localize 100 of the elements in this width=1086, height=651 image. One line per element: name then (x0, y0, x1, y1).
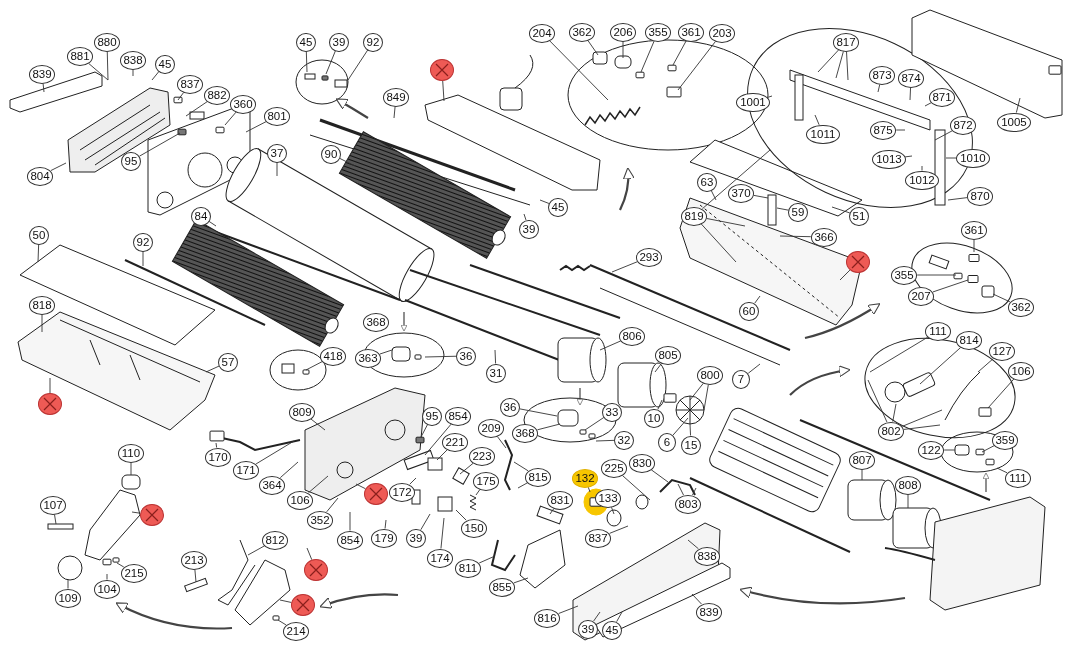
leader-line (355, 483, 366, 490)
callout-number: 838 (119, 50, 147, 70)
leader-line (37, 244, 40, 263)
leader-line (902, 409, 943, 427)
leader-line (973, 239, 975, 253)
leader-line (609, 525, 629, 534)
leader-line (747, 363, 761, 374)
leader-line (308, 475, 329, 494)
callout-number: 874 (897, 68, 925, 88)
callout-number: 881 (66, 46, 94, 66)
leader-line (672, 417, 689, 436)
leader-line (657, 399, 663, 410)
callout-number: 213 (180, 550, 208, 570)
leader-line (689, 382, 704, 401)
leader-line (616, 611, 623, 623)
callout-number: 37 (267, 143, 287, 163)
leader-line (919, 346, 962, 385)
callout-number: 225 (600, 458, 628, 478)
callout-number: 359 (991, 430, 1019, 450)
leader-line (325, 50, 336, 75)
leader-line (349, 511, 351, 531)
callout-number: 107 (39, 495, 67, 515)
callout-number: 172 (388, 482, 416, 502)
callout-number: 215 (120, 563, 148, 583)
leader-line (67, 579, 69, 589)
callout-number: 800 (696, 365, 724, 385)
callout-number: 45 (296, 32, 316, 52)
leader-line (49, 377, 51, 394)
leader-line (247, 545, 265, 556)
callout-number: 816 (533, 608, 561, 628)
callout-number: 36 (500, 397, 520, 417)
leader-line (584, 416, 605, 431)
callout-number: 854 (444, 406, 472, 426)
leader-line (420, 424, 428, 438)
leader-line (276, 162, 278, 177)
callout-number: 882 (203, 85, 231, 105)
callout-number: 110 (117, 443, 145, 463)
callout-number: 106 (286, 490, 314, 510)
callout-number: 51 (849, 206, 869, 226)
leader-line (279, 461, 299, 479)
marker-circle (430, 59, 454, 81)
leader-line (277, 619, 287, 626)
leader-line (279, 599, 292, 603)
leader-line (595, 439, 615, 442)
callout-number: 50 (29, 225, 49, 245)
callout-number: 830 (628, 453, 656, 473)
marker-circle (140, 504, 164, 526)
leader-line (687, 539, 699, 550)
leader-line (947, 197, 968, 201)
leader-line (131, 511, 141, 514)
callout-number: 815 (524, 467, 552, 487)
callout-number: 817 (832, 32, 860, 52)
leader-line (379, 349, 393, 355)
leader-line (611, 506, 615, 515)
leader-line (706, 218, 746, 227)
callout-number: 814 (955, 330, 983, 350)
callout-number: 875 (869, 120, 897, 140)
leader-line (587, 486, 591, 493)
callout-number: 352 (306, 510, 334, 530)
callout-number: 361 (677, 22, 705, 42)
leader-line (977, 357, 995, 373)
marker-circle (38, 393, 62, 415)
callout-number: 1010 (956, 148, 990, 168)
leader-line (208, 220, 217, 227)
leader-line (587, 40, 599, 56)
leader-line (981, 445, 995, 453)
callout-number: 355 (644, 22, 672, 42)
leader-line (689, 423, 691, 436)
callout-number: 106 (1007, 361, 1035, 381)
callout-number: 366 (810, 227, 838, 247)
leader-line (245, 121, 267, 133)
callout-number: 171 (232, 460, 260, 480)
leader-line (459, 462, 474, 475)
callout-number: 175 (472, 471, 500, 491)
leader-line (943, 449, 956, 451)
leader-line (475, 489, 481, 496)
callout-number: 872 (949, 115, 977, 135)
leader-line (992, 293, 1011, 303)
leader-line (621, 474, 651, 501)
leader-line (817, 49, 840, 73)
leader-line (767, 95, 773, 98)
leader-line (907, 494, 909, 509)
leader-line (496, 435, 507, 449)
callout-number: 214 (282, 621, 310, 641)
callout-number: 84 (191, 206, 211, 226)
callout-number: 801 (263, 106, 291, 126)
leader-line (185, 101, 208, 117)
leader-line (916, 274, 957, 276)
leader-line (987, 378, 1015, 409)
leader-line (753, 194, 769, 199)
leader-line (903, 424, 941, 430)
leader-line (622, 41, 624, 59)
leader-line (536, 423, 561, 431)
leader-line (558, 605, 579, 614)
leader-line (754, 295, 761, 304)
callout-number: 92 (133, 232, 153, 252)
callout-number: 1012 (905, 170, 939, 190)
leader-line (424, 423, 452, 456)
callout-number: 32 (614, 430, 634, 450)
callout-number: 870 (966, 186, 994, 206)
